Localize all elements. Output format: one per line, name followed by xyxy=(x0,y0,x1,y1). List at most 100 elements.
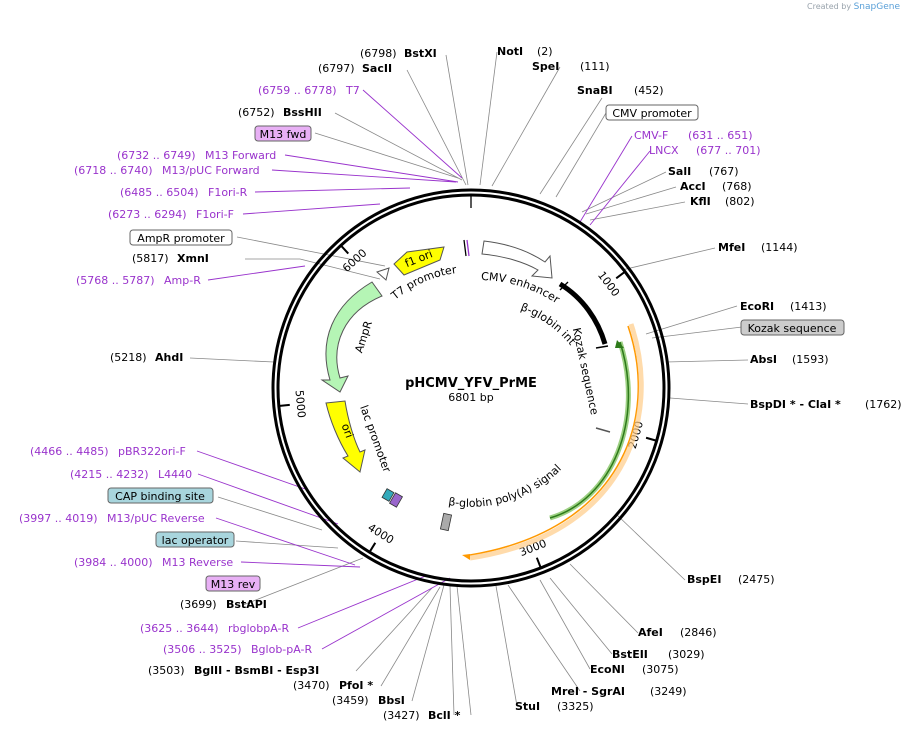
primer-amp-r[interactable]: (5768 .. 5787)Amp-R xyxy=(76,274,201,287)
enzyme-xmni[interactable]: (5817)XmnI xyxy=(132,252,209,265)
enzyme-bstxi[interactable]: (6798) BstXI xyxy=(360,47,437,60)
svg-text:M13/pUC Forward: M13/pUC Forward xyxy=(162,164,260,177)
svg-text:(1144): (1144) xyxy=(761,241,798,254)
boxed-label-m13rev[interactable]: M13 rev xyxy=(205,575,261,592)
boxed-label-kozak[interactable]: Kozak sequence xyxy=(740,319,845,336)
enzyme-labels-right: NotI(2) SpeI(111) SnaBI(452) SalI(767) A… xyxy=(497,45,902,713)
svg-text:BstAPI: BstAPI xyxy=(226,598,267,611)
site-marks xyxy=(463,195,569,291)
svg-text:(1593): (1593) xyxy=(792,353,829,366)
primer-t7[interactable]: (6759 .. 6778)T7 xyxy=(258,84,360,97)
svg-text:M13/pUC Reverse: M13/pUC Reverse xyxy=(107,512,205,525)
enzyme-bsteii[interactable]: BstEII (3029) xyxy=(612,648,705,661)
svg-text:(3029): (3029) xyxy=(668,648,705,661)
svg-text:F1ori-F: F1ori-F xyxy=(196,208,234,221)
svg-text:pBR322ori-F: pBR322ori-F xyxy=(118,445,186,458)
feature-label-ori: ori xyxy=(339,422,356,440)
primer-rbglobpa-r[interactable]: (3625 .. 3644)rbglobpA-R xyxy=(140,622,289,635)
enzyme-labels-left: (6798) BstXI (6797)SacII (6752)BssHII (58… xyxy=(110,47,461,722)
enzyme-afei[interactable]: AfeI(2846) xyxy=(638,626,717,639)
svg-text:LNCX: LNCX xyxy=(649,144,679,157)
enzyme-bcli[interactable]: (3427)BclI * xyxy=(383,709,461,722)
svg-text:SalI: SalI xyxy=(668,165,691,178)
primer-pbr322ori-f[interactable]: (4466 .. 4485)pBR322ori-F xyxy=(30,445,186,458)
svg-text:F1ori-R: F1ori-R xyxy=(208,186,248,199)
enzyme-ahdi[interactable]: (5218)AhdI xyxy=(110,351,183,364)
enzyme-absi[interactable]: AbsI (1593) xyxy=(750,353,829,366)
svg-text:(6752): (6752) xyxy=(238,106,275,119)
svg-text:(6798): (6798) xyxy=(360,47,397,60)
svg-text:MreI - SgrAI: MreI - SgrAI xyxy=(551,685,625,698)
svg-text:(3470): (3470) xyxy=(293,679,330,692)
svg-text:BstEII: BstEII xyxy=(612,648,648,661)
enzyme-sacii[interactable]: (6797)SacII xyxy=(318,62,392,75)
feature-ori: ori xyxy=(325,400,366,473)
primer-m13rev[interactable]: (3984 .. 4000)M13 Reverse xyxy=(74,556,233,569)
svg-text:SnaBI: SnaBI xyxy=(577,84,613,97)
primer-f1ori-r[interactable]: (6485 .. 6504)F1ori-R xyxy=(120,186,248,199)
svg-text:(5218): (5218) xyxy=(110,351,147,364)
svg-text:BstXI: BstXI xyxy=(404,47,437,60)
primer-m13puc-rev[interactable]: (3997 .. 4019)M13/pUC Reverse xyxy=(19,512,205,525)
primer-f1ori-f[interactable]: (6273 .. 6294)F1ori-F xyxy=(108,208,234,221)
primer-cmv-f[interactable]: CMV-F(631 .. 651) xyxy=(634,129,753,142)
svg-text:(3506 .. 3525): (3506 .. 3525) xyxy=(163,643,242,656)
svg-text:(3699): (3699) xyxy=(180,598,217,611)
enzyme-sali[interactable]: SalI(767) xyxy=(668,165,739,178)
svg-text:KflI: KflI xyxy=(690,195,711,208)
svg-text:(1762): (1762) xyxy=(865,398,902,411)
feature-f1ori: f1 ori xyxy=(393,246,445,276)
primer-l4440[interactable]: (4215 .. 4232)L4440 xyxy=(70,468,192,481)
svg-text:Bglob-pA-R: Bglob-pA-R xyxy=(251,643,313,656)
feature-label-ampr: AmpR xyxy=(352,319,375,355)
boxed-label-cmv-promoter[interactable]: CMV promoter xyxy=(605,104,699,121)
enzyme-stui[interactable]: StuI(3325) xyxy=(515,700,594,713)
svg-text:CAP binding site: CAP binding site xyxy=(115,490,205,503)
boxed-label-m13fwd[interactable]: M13 fwd xyxy=(254,125,312,142)
enzyme-bspdi[interactable]: BspDI * - ClaI *(1762) xyxy=(750,398,902,411)
svg-text:PfoI *: PfoI * xyxy=(339,679,373,692)
svg-text:M13 fwd: M13 fwd xyxy=(260,128,307,141)
boxed-label-ampr-promoter[interactable]: AmpR promoter xyxy=(129,229,233,246)
svg-text:(631 .. 651): (631 .. 651) xyxy=(688,129,753,142)
svg-text:EcoNI: EcoNI xyxy=(590,663,625,676)
primer-lines xyxy=(196,89,651,650)
enzyme-acci[interactable]: AccI(768) xyxy=(680,180,752,193)
tick-label-1000: 1000 xyxy=(595,269,622,299)
svg-text:(4215 .. 4232): (4215 .. 4232) xyxy=(70,468,149,481)
enzyme-econi[interactable]: EcoNI(3075) xyxy=(590,663,679,676)
primer-labels: (6759 .. 6778)T7 (6732 .. 6749)M13 Forwa… xyxy=(19,84,761,656)
enzyme-bstapi[interactable]: (3699) BstAPI xyxy=(180,598,267,611)
enzyme-bglii[interactable]: (3503)BglII - BsmBI - Esp3I xyxy=(148,664,319,677)
boxed-label-cap-site[interactable]: CAP binding site xyxy=(107,487,214,504)
enzyme-noti[interactable]: NotI(2) xyxy=(497,45,553,58)
svg-text:(2): (2) xyxy=(537,45,553,58)
svg-text:(3459): (3459) xyxy=(332,694,369,707)
enzyme-ecori[interactable]: EcoRI(1413) xyxy=(740,300,827,313)
primer-bglob-pa-r[interactable]: (3506 .. 3525) Bglob-pA-R xyxy=(163,643,313,656)
enzyme-spei[interactable]: SpeI(111) xyxy=(532,60,610,73)
enzyme-pfoi[interactable]: (3470) PfoI * xyxy=(293,679,373,692)
enzyme-kfli[interactable]: KflI(802) xyxy=(690,195,755,208)
svg-text:AbsI: AbsI xyxy=(750,353,777,366)
svg-text:SacII: SacII xyxy=(362,62,392,75)
primer-m13fwd[interactable]: (6732 .. 6749)M13 Forward xyxy=(117,149,276,162)
feature-orf-green xyxy=(549,340,631,521)
primer-lncx[interactable]: LNCX(677 .. 701) xyxy=(649,144,761,157)
enzyme-snabi[interactable]: SnaBI(452) xyxy=(577,84,664,97)
svg-text:(6732 .. 6749): (6732 .. 6749) xyxy=(117,149,196,162)
enzyme-bbsi[interactable]: (3459)BbsI xyxy=(332,694,405,707)
enzyme-bsshii[interactable]: (6752)BssHII xyxy=(238,106,322,119)
svg-text:(5768 .. 5787): (5768 .. 5787) xyxy=(76,274,155,287)
enzyme-bspei[interactable]: BspEI(2475) xyxy=(687,573,775,586)
enzyme-mrei[interactable]: MreI - SgrAI(3249) xyxy=(551,685,687,698)
feature-bglobpolya: β-globin poly(A) signal xyxy=(439,462,564,532)
credit-prefix: Created by xyxy=(807,2,852,11)
svg-text:(3984 .. 4000): (3984 .. 4000) xyxy=(74,556,153,569)
boxed-label-lac-operator[interactable]: lac operator xyxy=(155,531,235,548)
tick-label-5000: 5000 xyxy=(292,389,308,418)
tick-mark-4000 xyxy=(369,542,377,552)
primer-m13puc-fwd[interactable]: (6718 .. 6740)M13/pUC Forward xyxy=(74,164,260,177)
enzyme-mfei[interactable]: MfeI(1144) xyxy=(718,241,798,254)
